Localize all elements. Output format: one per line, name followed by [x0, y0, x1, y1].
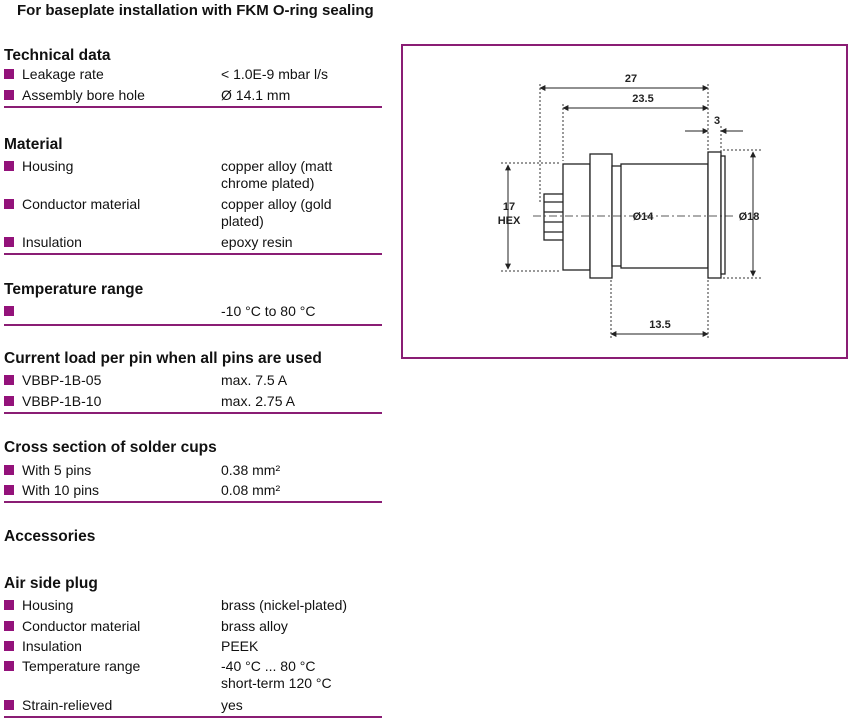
- row-value-line: chrome plated): [221, 175, 315, 191]
- square-bullet-icon: [4, 485, 14, 495]
- row-value: max. 2.75 A: [221, 393, 295, 409]
- square-bullet-icon: [4, 465, 14, 475]
- section-title: Cross section of solder cups: [4, 439, 217, 456]
- row-value: copper alloy (matt chrome plated): [221, 158, 332, 192]
- list-item: Housing copper alloy (matt chrome plated…: [4, 158, 382, 196]
- section-material: Material Housing copper alloy (matt chro…: [4, 135, 382, 255]
- row-value: 0.38 mm²: [221, 462, 281, 478]
- list-item: Leakage rate < 1.0E-9 mbar l/s: [4, 66, 382, 87]
- square-bullet-icon: [4, 375, 14, 385]
- list-item: VBBP-1B-10 max. 2.75 A: [4, 393, 382, 412]
- section-title: Accessories: [4, 528, 96, 545]
- square-bullet-icon: [4, 621, 14, 631]
- section-cross-section: Cross section of solder cups With 5 pins…: [4, 438, 382, 503]
- row-value: < 1.0E-9 mbar l/s: [221, 66, 328, 82]
- row-label: Insulation: [22, 234, 82, 250]
- row-value: brass (nickel-plated): [221, 597, 348, 613]
- section-accessories: Accessories: [4, 527, 382, 547]
- list-item: With 5 pins 0.38 mm²: [4, 462, 382, 482]
- square-bullet-icon: [4, 199, 14, 209]
- square-bullet-icon: [4, 700, 14, 710]
- square-bullet-icon: [4, 161, 14, 171]
- row-value: max. 7.5 A: [221, 372, 288, 388]
- list-item: Conductor material copper alloy (gold pl…: [4, 196, 382, 234]
- row-value: PEEK: [221, 638, 259, 654]
- square-bullet-icon: [4, 237, 14, 247]
- row-label: VBBP-1B-10: [22, 393, 102, 409]
- dimension-hex-value: 17: [503, 201, 515, 213]
- square-bullet-icon: [4, 600, 14, 610]
- square-bullet-icon: [4, 396, 14, 406]
- section-divider: [4, 253, 382, 255]
- list-item: VBBP-1B-05 max. 7.5 A: [4, 372, 382, 393]
- section-title: Air side plug: [4, 575, 98, 592]
- row-value: 0.08 mm²: [221, 482, 281, 498]
- row-value-line: copper alloy (matt: [221, 158, 333, 174]
- row-label: With 10 pins: [22, 482, 100, 498]
- list-item: Strain-relieved yes: [4, 697, 382, 716]
- section-temperature-range: Temperature range -10 °C to 80 °C: [4, 280, 382, 326]
- row-value-line: copper alloy (gold: [221, 196, 332, 212]
- square-bullet-icon: [4, 90, 14, 100]
- section-divider: [4, 324, 382, 326]
- section-current-load: Current load per pin when all pins are u…: [4, 349, 382, 414]
- section-air-side-plug: Air side plug Housing brass (nickel-plat…: [4, 574, 382, 718]
- dimension-flange-label: 3: [714, 115, 720, 127]
- section-technical-data: Technical data Leakage rate < 1.0E-9 mba…: [4, 46, 382, 108]
- list-item: Temperature range -40 °C ... 80 °C short…: [4, 658, 382, 697]
- list-item: Conductor material brass alloy: [4, 618, 382, 638]
- dimension-inner-diameter: Ø14: [633, 211, 655, 223]
- row-label: With 5 pins: [22, 462, 92, 478]
- row-label: Conductor material: [22, 618, 141, 634]
- dimension-hex-label: HEX: [498, 215, 521, 227]
- square-bullet-icon: [4, 306, 14, 316]
- list-item: -10 °C to 80 °C: [4, 303, 382, 324]
- row-label: Conductor material: [22, 196, 141, 212]
- technical-drawing: 27 23.5 3 17 HEX Ø14 Ø18 13.5: [498, 73, 763, 338]
- row-value: -40 °C ... 80 °C short-term 120 °C: [221, 658, 332, 692]
- section-title: Technical data: [4, 47, 111, 64]
- technical-drawing-frame: 27 23.5 3 17 HEX Ø14 Ø18 13.5: [401, 44, 848, 359]
- row-value: yes: [221, 697, 243, 713]
- row-value: epoxy resin: [221, 234, 293, 250]
- section-title: Material: [4, 136, 63, 153]
- page-title: For baseplate installation with FKM O-ri…: [17, 2, 374, 19]
- row-value: copper alloy (gold plated): [221, 196, 332, 230]
- row-label: Housing: [22, 597, 74, 613]
- row-label: VBBP-1B-05: [22, 372, 102, 388]
- section-divider: [4, 412, 382, 414]
- section-divider: [4, 106, 382, 108]
- section-title: Current load per pin when all pins are u…: [4, 350, 322, 367]
- row-label: Housing: [22, 158, 74, 174]
- list-item: With 10 pins 0.08 mm²: [4, 482, 382, 501]
- section-divider: [4, 501, 382, 503]
- connector-outline: [533, 151, 733, 279]
- list-item: Insulation epoxy resin: [4, 234, 382, 253]
- row-label: Temperature range: [22, 658, 141, 674]
- list-item: Insulation PEEK: [4, 638, 382, 658]
- row-value-line: short-term 120 °C: [221, 675, 332, 691]
- row-label: Leakage rate: [22, 66, 104, 82]
- row-value: -10 °C to 80 °C: [221, 303, 316, 319]
- row-value-line: plated): [221, 213, 264, 229]
- row-label: Strain-relieved: [22, 697, 113, 713]
- row-value: brass alloy: [221, 618, 288, 634]
- square-bullet-icon: [4, 661, 14, 671]
- section-title: Temperature range: [4, 281, 144, 298]
- dimension-outer-diameter: Ø18: [739, 211, 760, 223]
- row-value-line: -40 °C ... 80 °C: [221, 658, 316, 674]
- dimension-body-label: 23.5: [632, 93, 653, 105]
- row-label: Insulation: [22, 638, 82, 654]
- square-bullet-icon: [4, 69, 14, 79]
- list-item: Housing brass (nickel-plated): [4, 597, 382, 618]
- dimension-overall-label: 27: [625, 73, 637, 85]
- list-item: Assembly bore hole Ø 14.1 mm: [4, 87, 382, 106]
- row-label: Assembly bore hole: [22, 87, 145, 103]
- row-value: Ø 14.1 mm: [221, 87, 291, 103]
- dimension-bottom-label: 13.5: [649, 319, 670, 331]
- square-bullet-icon: [4, 641, 14, 651]
- section-divider: [4, 716, 382, 718]
